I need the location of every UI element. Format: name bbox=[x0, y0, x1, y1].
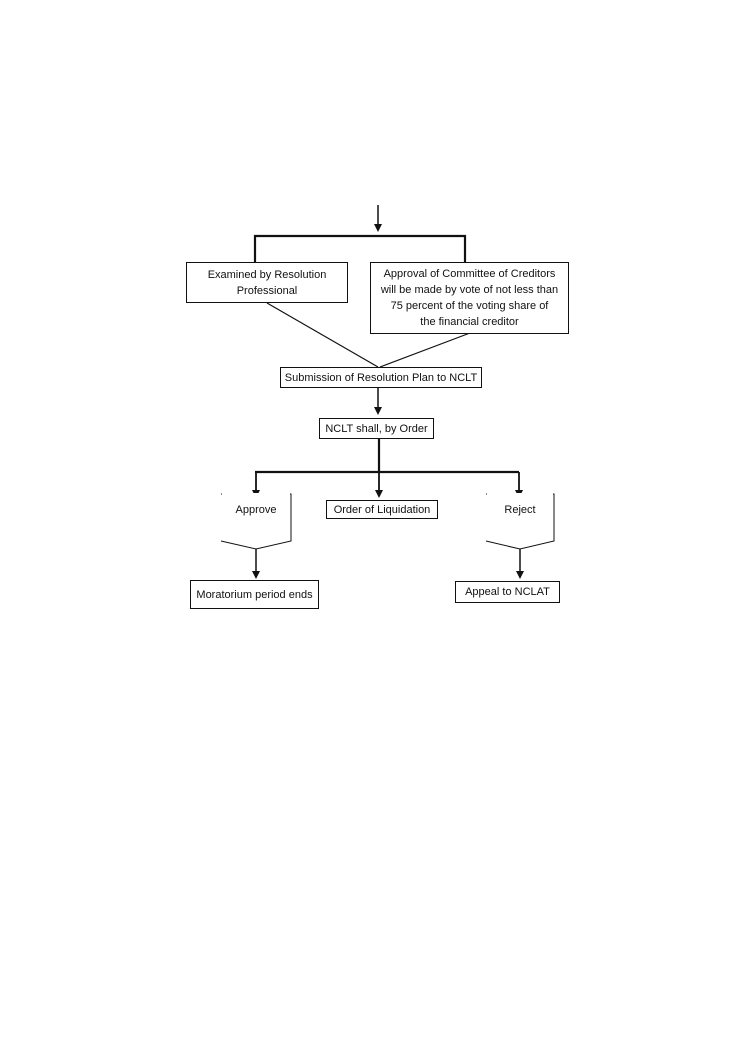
approval-line-3: 75 percent of the voting share of bbox=[390, 300, 549, 312]
nclt-order-label: NCLT shall, by Order bbox=[325, 422, 428, 435]
approve-node: Approve bbox=[221, 500, 291, 520]
reject-node: Reject bbox=[486, 500, 554, 520]
submission-label: Submission of Resolution Plan to NCLT bbox=[284, 371, 478, 384]
approval-line-4: the financial creditor bbox=[420, 316, 519, 328]
approval-line-1: Approval of Committee of Creditors bbox=[383, 268, 556, 280]
moratorium-box: Moratorium period ends bbox=[190, 580, 319, 609]
submission-box: Submission of Resolution Plan to NCLT bbox=[280, 367, 482, 388]
examined-line-1: Examined by Resolution bbox=[207, 268, 327, 281]
liquidation-box: Order of Liquidation bbox=[326, 500, 438, 519]
liquidation-label: Order of Liquidation bbox=[333, 503, 431, 516]
examined-box: Examined by Resolution Professional bbox=[186, 262, 348, 303]
top-split-bracket bbox=[253, 234, 467, 262]
appeal-box: Appeal to NCLAT bbox=[455, 581, 560, 603]
moratorium-label: Moratorium period ends bbox=[196, 588, 313, 601]
approval-box: Approval of Committee of Creditors will … bbox=[370, 262, 569, 334]
nclt-order-box: NCLT shall, by Order bbox=[319, 418, 434, 439]
approval-line-2: will be made by vote of not less than bbox=[380, 284, 559, 296]
appeal-label: Appeal to NCLAT bbox=[465, 586, 550, 598]
approval-to-submission-line bbox=[379, 332, 471, 368]
approve-label: Approve bbox=[235, 504, 277, 516]
examined-to-submission-line bbox=[266, 302, 379, 368]
examined-line-2: Professional bbox=[236, 284, 298, 297]
reject-label: Reject bbox=[504, 504, 536, 516]
